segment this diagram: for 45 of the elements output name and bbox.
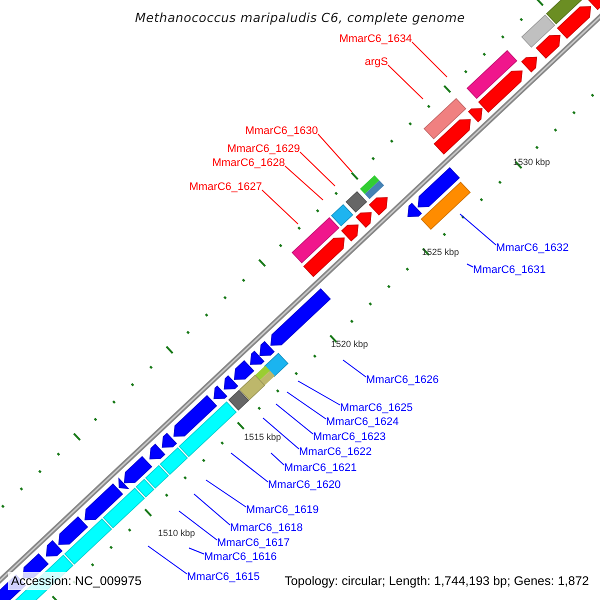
gene-label: MmarC6_1616	[204, 551, 277, 563]
scale-label: 1510 kbp	[158, 528, 196, 538]
gene-label: MmarC6_1634	[339, 33, 412, 45]
gene-label: argS	[364, 56, 388, 68]
leader-line	[300, 152, 336, 186]
gene-label: MmarC6_1627	[189, 181, 262, 193]
leader-line	[412, 42, 448, 78]
leader-line	[178, 510, 218, 540]
leader-line	[284, 166, 324, 200]
gene-label: MmarC6_1615	[187, 571, 260, 583]
leader-line	[342, 360, 366, 378]
gene-label: MmarC6_1626	[366, 374, 439, 386]
leader-line	[148, 546, 188, 574]
title: Methanococcus maripaludis C6, complete genome	[134, 10, 466, 25]
leader-line	[188, 548, 204, 554]
leader-line	[276, 404, 314, 434]
leader-line	[318, 134, 352, 172]
gene-label: MmarC6_1631	[473, 264, 546, 276]
leader-line	[388, 64, 424, 100]
gene-label: MmarC6_1629	[227, 143, 300, 155]
leader-line	[206, 480, 246, 508]
gene-label: MmarC6_1617	[217, 537, 290, 549]
gene-label: MmarC6_1623	[313, 431, 386, 443]
gene-label: MmarC6_1628	[212, 157, 285, 169]
scale-label: 1530 kbp	[513, 157, 550, 167]
gene-label: MmarC6_1618	[230, 522, 303, 534]
gene-label: MmarC6_1624	[326, 416, 399, 428]
leader-line	[460, 214, 496, 246]
leader-line	[286, 392, 326, 420]
gene-label: MmarC6_1622	[299, 446, 372, 458]
leader-line	[194, 494, 230, 526]
scale-label: 1520 kbp	[331, 339, 368, 349]
leader-line	[466, 264, 474, 268]
scale-label: 1515 kbp	[244, 432, 282, 442]
leader-line	[270, 452, 284, 466]
leader-line	[298, 380, 340, 406]
gene-label: MmarC6_1625	[340, 402, 413, 414]
gene-label: MmarC6_1630	[245, 125, 318, 137]
leader-line	[230, 452, 268, 482]
leader-line	[262, 190, 298, 224]
gene-label: MmarC6_1620	[268, 479, 341, 491]
gene-label: MmarC6_1619	[246, 504, 319, 516]
gene-label: MmarC6_1621	[284, 462, 357, 474]
gene-label: MmarC6_1632	[496, 242, 569, 254]
leader-line	[262, 418, 300, 450]
